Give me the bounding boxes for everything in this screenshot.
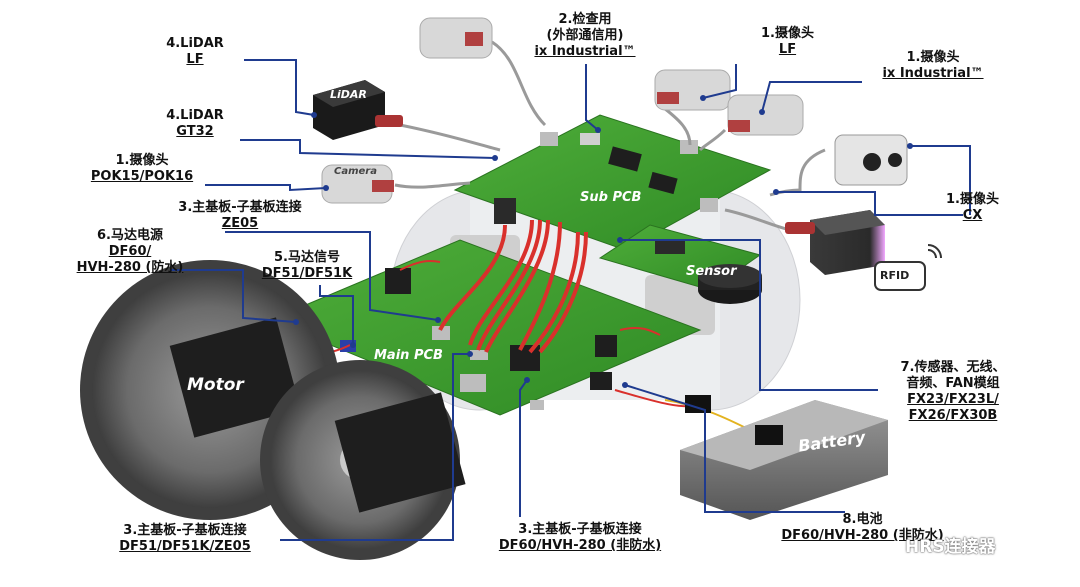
callout-lidar-lf-part: LF xyxy=(186,52,204,67)
sub-pcb xyxy=(453,114,772,251)
callout-board-df51-part: DF51/DF51K/ZE05 xyxy=(119,539,251,554)
leader-lines xyxy=(170,59,971,541)
callout-motor-power: 6.马达电源 DF60/ HVH-280 (防水) xyxy=(70,228,190,276)
callout-cam-pok: 1.摄像头 POK15/POK16 xyxy=(82,153,202,185)
camera-top-module xyxy=(419,17,493,59)
callout-cam-ix-part: ix Industrial™ xyxy=(882,66,984,81)
callout-battery-title: 8.电池 xyxy=(842,512,883,527)
leader-dots xyxy=(293,95,913,388)
callout-lidar-gt32-title: 4.LiDAR xyxy=(166,108,224,123)
callout-motor-power-part1: DF60/ xyxy=(108,244,152,259)
callout-cam-pok-title: 1.摄像头 xyxy=(115,153,169,168)
callout-sensor-module: 7.传感器、无线、 音频、FAN模组 FX23/FX23L/ FX26/FX30… xyxy=(878,360,1028,424)
callout-check-part: ix Industrial™ xyxy=(534,44,636,59)
callout-cam-ix: 1.摄像头 ix Industrial™ xyxy=(868,50,998,82)
callout-cam-lf-part: LF xyxy=(778,42,797,57)
callout-board-df60: 3.主基板-子基板连接 DF60/HVH-280 (非防水) xyxy=(490,522,670,554)
sub-pcb-tag: Sub PCB xyxy=(580,190,642,205)
callout-board-df51-title: 3.主基板-子基板连接 xyxy=(123,523,247,538)
camera-pok-module xyxy=(321,164,394,204)
callout-cam-ix-title: 1.摄像头 xyxy=(906,50,960,65)
callout-board-ze05-part: ZE05 xyxy=(221,216,259,231)
sensor-pcb xyxy=(598,224,762,304)
lidar-lf-module xyxy=(313,80,403,140)
watermark: HRS连接器 xyxy=(905,537,996,557)
callout-battery-part: DF60/HVH-280 (非防水) xyxy=(781,528,944,543)
camera-lf-module xyxy=(654,69,731,111)
callout-cam-cx-part: CX xyxy=(962,208,983,223)
camera-tag: Camera xyxy=(334,166,377,177)
sensor-tag: Sensor xyxy=(686,264,737,279)
camera-ix-module xyxy=(727,94,804,136)
camera-cx-module xyxy=(834,134,908,186)
callout-cam-pok-part: POK15/POK16 xyxy=(90,169,194,184)
callout-check-subtitle: (外部通信用) xyxy=(546,28,624,43)
callout-sensor-module-part1: FX23/FX23L/ xyxy=(907,392,999,407)
callout-motor-signal-title: 5.马达信号 xyxy=(274,250,340,265)
lidar-tag: LiDAR xyxy=(330,88,367,101)
callout-board-df60-title: 3.主基板-子基板连接 xyxy=(518,522,642,537)
callout-lidar-gt32: 4.LiDAR GT32 xyxy=(150,108,240,140)
callout-motor-signal: 5.马达信号 DF51/DF51K xyxy=(252,250,362,282)
callout-board-ze05: 3.主基板-子基板连接 ZE05 xyxy=(155,200,325,232)
motor-wheel-2 xyxy=(260,360,466,560)
callout-cam-cx: 1.摄像头 CX xyxy=(935,192,1010,224)
callout-motor-power-title: 6.马达电源 xyxy=(97,228,163,243)
callout-motor-signal-part: DF51/DF51K xyxy=(261,266,353,281)
callout-sensor-module-part2: FX26/FX30B xyxy=(908,408,998,423)
callout-lidar-lf: 4.LiDAR LF xyxy=(150,36,240,68)
callout-lidar-gt32-part: GT32 xyxy=(176,124,214,139)
callout-cam-cx-title: 1.摄像头 xyxy=(946,192,999,207)
battery-pack xyxy=(680,395,888,520)
motor-tag: Motor xyxy=(187,375,244,395)
main-pcb-tag: Main PCB xyxy=(374,348,443,363)
callout-sensor-module-title2: 音频、FAN模组 xyxy=(906,376,1000,391)
callout-board-df51: 3.主基板-子基板连接 DF51/DF51K/ZE05 xyxy=(100,523,270,555)
callout-lidar-lf-title: 4.LiDAR xyxy=(166,36,224,51)
callout-board-df60-part: DF60/HVH-280 (非防水) xyxy=(498,538,662,553)
rfid-module xyxy=(785,210,942,291)
callout-sensor-module-title1: 7.传感器、无线、 xyxy=(900,360,1006,375)
callout-board-ze05-title: 3.主基板-子基板连接 xyxy=(178,200,302,215)
ribbon-cables xyxy=(279,219,751,431)
rfid-tag: RFID xyxy=(880,269,910,282)
callout-cam-lf-title: 1.摄像头 xyxy=(761,26,814,41)
callout-check-title: 2.检查用 xyxy=(558,12,612,27)
callout-cam-lf: 1.摄像头 LF xyxy=(745,26,830,58)
callout-battery: 8.电池 DF60/HVH-280 (非防水) xyxy=(770,512,955,544)
callout-check: 2.检查用 (外部通信用) ix Industrial™ xyxy=(520,12,650,60)
callout-motor-power-part2: HVH-280 (防水) xyxy=(76,260,184,275)
